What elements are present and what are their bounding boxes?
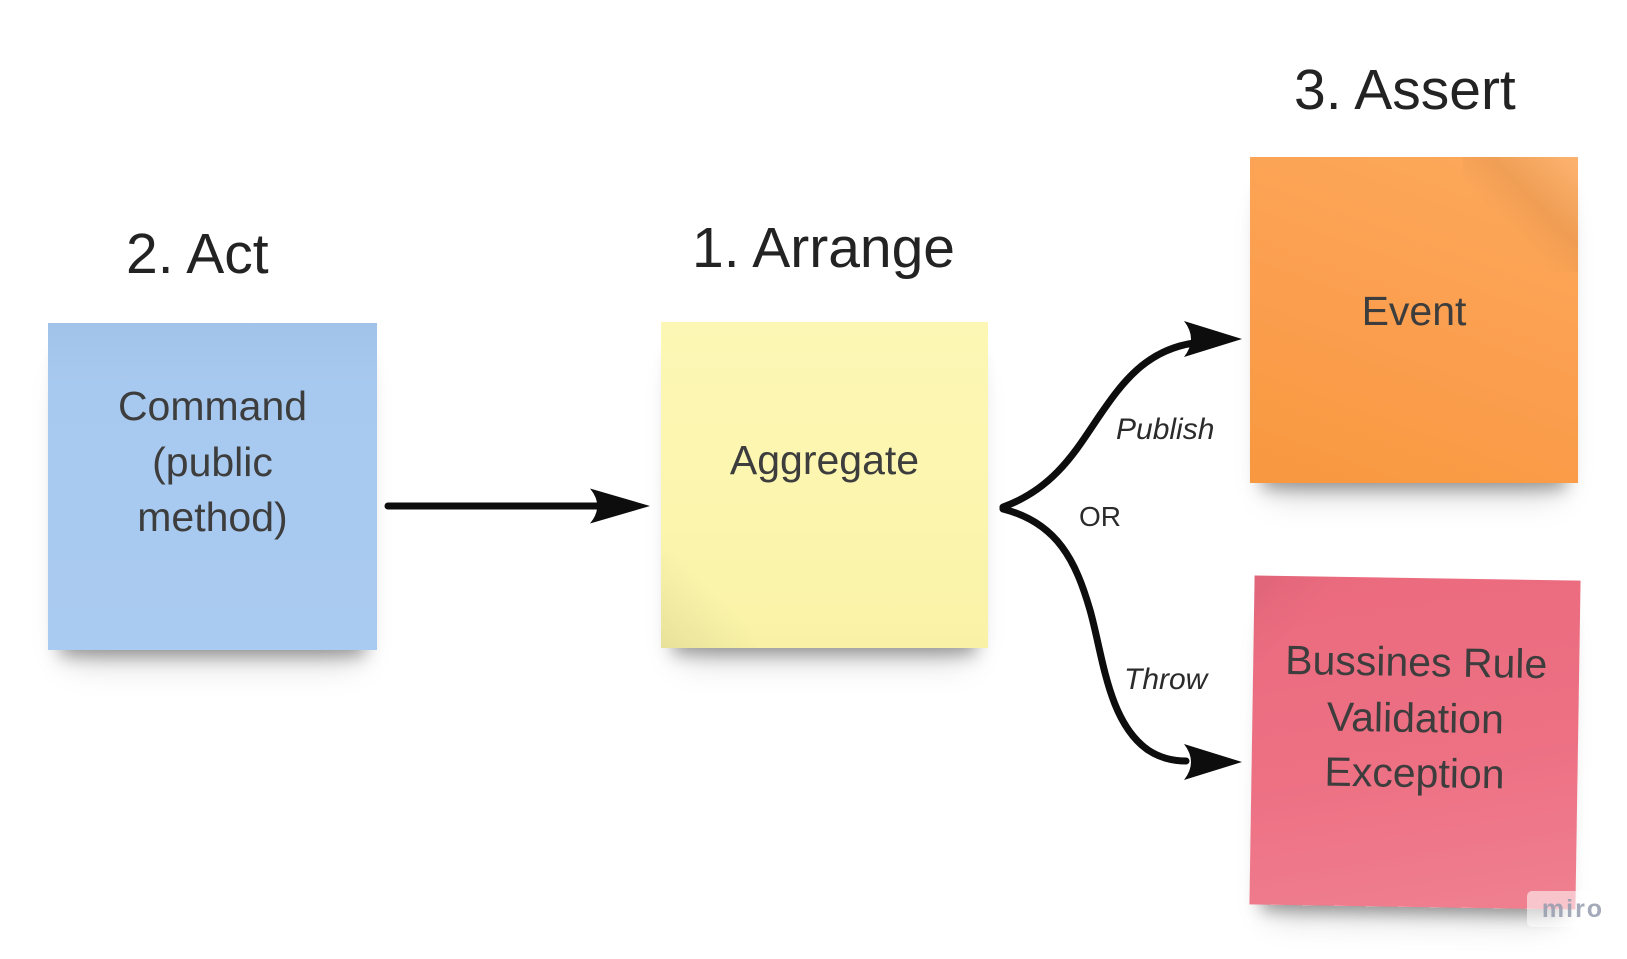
heading-assert[interactable]: 3. Assert: [1294, 58, 1516, 122]
sticky-note-aggregate-text: Aggregate: [729, 437, 920, 484]
miro-watermark: miro: [1527, 891, 1619, 927]
sticky-note-event-text: Event: [1361, 288, 1467, 335]
heading-arrange[interactable]: 1. Arrange: [692, 216, 956, 280]
or-label[interactable]: OR: [1079, 501, 1121, 532]
sticky-note-event[interactable]: Event: [1250, 157, 1578, 483]
arrow-throw-to-exception[interactable]: [999, 505, 1242, 780]
arrow-command-to-aggregate[interactable]: [384, 488, 650, 524]
sticky-note-aggregate[interactable]: Aggregate: [661, 322, 988, 648]
sticky-note-exception[interactable]: Bussines Rule Validation Exception: [1249, 575, 1581, 910]
throw-label[interactable]: Throw: [1124, 663, 1208, 696]
sticky-note-command[interactable]: Command (public method): [48, 323, 377, 650]
sticky-note-exception-text: Bussines Rule Validation Exception: [1284, 636, 1548, 798]
sticky-note-command-text: Command (public method): [117, 382, 308, 541]
miro-logo-text: miro: [1541, 894, 1605, 923]
publish-label[interactable]: Publish: [1116, 413, 1215, 446]
heading-act[interactable]: 2. Act: [126, 222, 269, 286]
